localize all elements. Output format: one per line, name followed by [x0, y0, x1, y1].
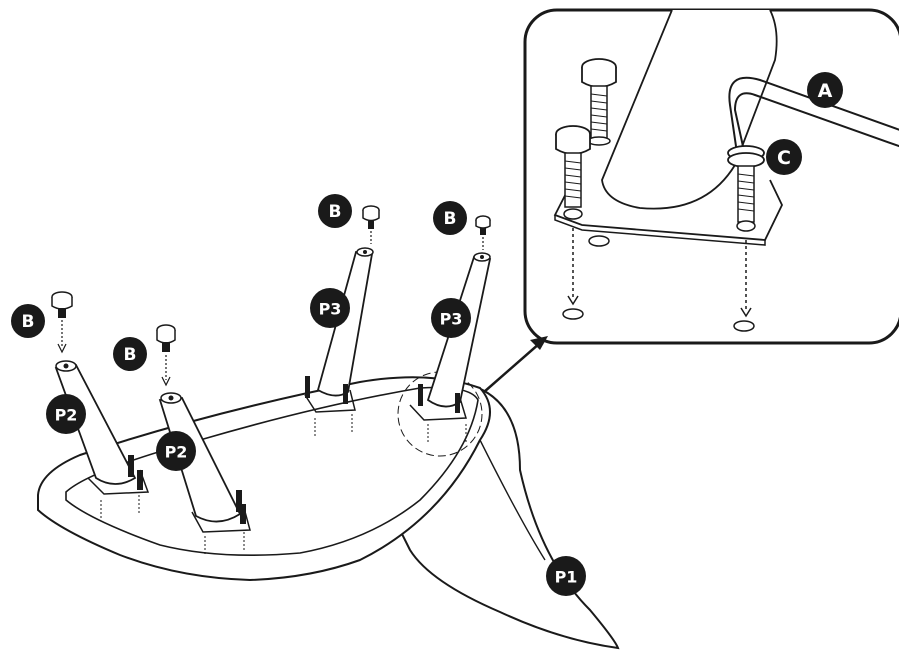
- callout-arrow: [483, 336, 548, 393]
- svg-text:B: B: [124, 345, 137, 365]
- label-b-1: B: [11, 304, 45, 338]
- label-b-3: B: [318, 194, 352, 228]
- label-b-4: B: [433, 201, 467, 235]
- svg-text:P2: P2: [55, 406, 78, 425]
- label-p1: P1: [546, 556, 586, 596]
- allen-key: [728, 76, 899, 161]
- svg-text:C: C: [777, 147, 791, 169]
- svg-text:B: B: [329, 202, 342, 222]
- svg-text:P1: P1: [555, 568, 578, 587]
- chair-shell: [37, 376, 620, 650]
- label-p2-left: P2: [46, 394, 86, 434]
- label-a: A: [807, 72, 843, 108]
- svg-text:A: A: [818, 80, 833, 102]
- cap-b-1: [51, 291, 73, 354]
- mounting-plate: [553, 169, 783, 241]
- leg-p3-middle: [304, 247, 374, 436]
- cap-b-3: [362, 205, 380, 244]
- svg-text:B: B: [22, 312, 35, 332]
- label-b-2: B: [113, 337, 147, 371]
- seat-inner: [65, 386, 479, 557]
- cap-b-4: [475, 215, 491, 250]
- leg-p2-left: [54, 360, 150, 520]
- bolt-front: [555, 125, 591, 220]
- svg-text:P3: P3: [440, 310, 463, 329]
- svg-text:P3: P3: [319, 300, 342, 319]
- svg-text:P2: P2: [165, 443, 188, 462]
- leg-p2-middle: [158, 392, 251, 556]
- label-p2-middle: P2: [156, 431, 196, 471]
- cap-b-2: [156, 324, 176, 387]
- label-c: C: [766, 139, 802, 175]
- bolt-back: [581, 58, 617, 146]
- svg-text:B: B: [444, 209, 457, 229]
- label-p3-right: P3: [431, 298, 471, 338]
- detail-inset: A C: [523, 8, 899, 345]
- label-p3-middle: P3: [310, 288, 350, 328]
- bolt-with-washer: [727, 145, 765, 232]
